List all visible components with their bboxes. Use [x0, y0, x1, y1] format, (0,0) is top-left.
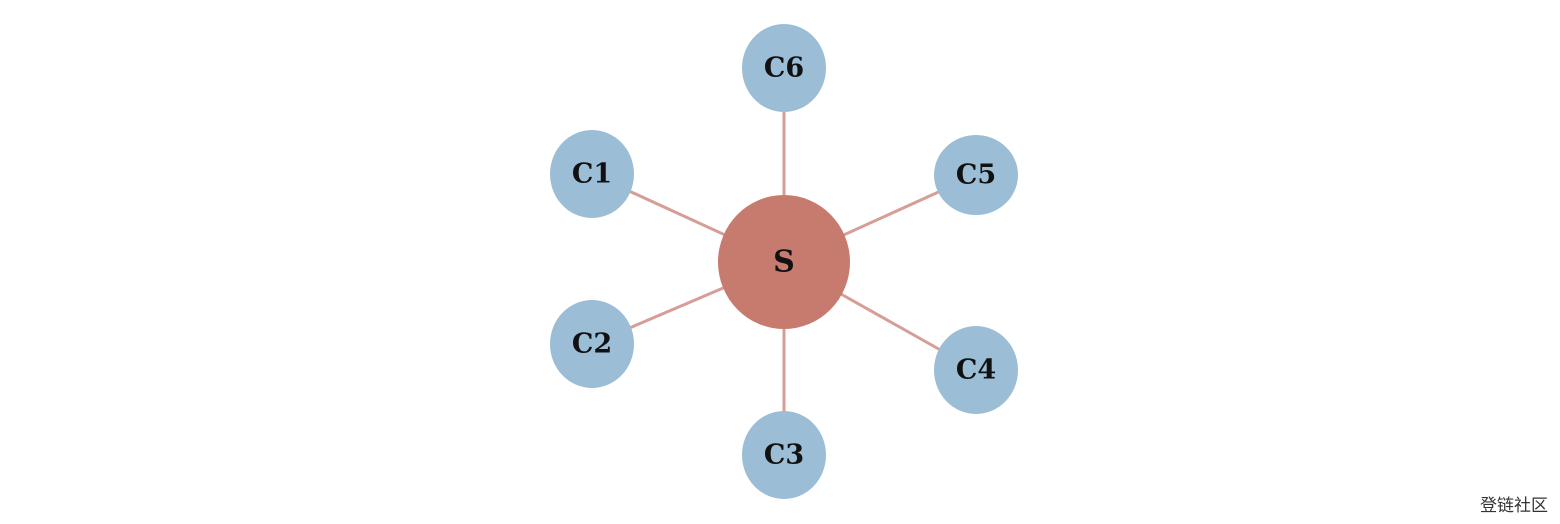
node-c2: C2: [550, 300, 634, 388]
node-c6-label: C6: [764, 53, 804, 84]
node-c1-circle: [550, 130, 634, 218]
watermark: 登链社区: [1480, 496, 1548, 516]
node-c1: C1: [550, 130, 634, 218]
node-c2-label: C2: [572, 329, 612, 360]
node-c3-circle: [742, 411, 826, 499]
node-s: S: [718, 195, 850, 329]
node-c1-label: C1: [572, 159, 612, 190]
node-s-label: S: [773, 245, 795, 280]
node-s-circle: [718, 195, 850, 329]
node-c3: C3: [742, 411, 826, 499]
node-c5-label: C5: [956, 160, 996, 191]
node-c4: C4: [934, 326, 1018, 414]
node-c5: C5: [934, 135, 1018, 215]
node-c4-label: C4: [956, 355, 996, 386]
node-c6-circle: [742, 24, 826, 112]
node-c4-circle: [934, 326, 1018, 414]
node-c6: C6: [742, 24, 826, 112]
node-c2-circle: [550, 300, 634, 388]
node-c3-label: C3: [764, 440, 804, 471]
node-c5-circle: [934, 135, 1018, 215]
